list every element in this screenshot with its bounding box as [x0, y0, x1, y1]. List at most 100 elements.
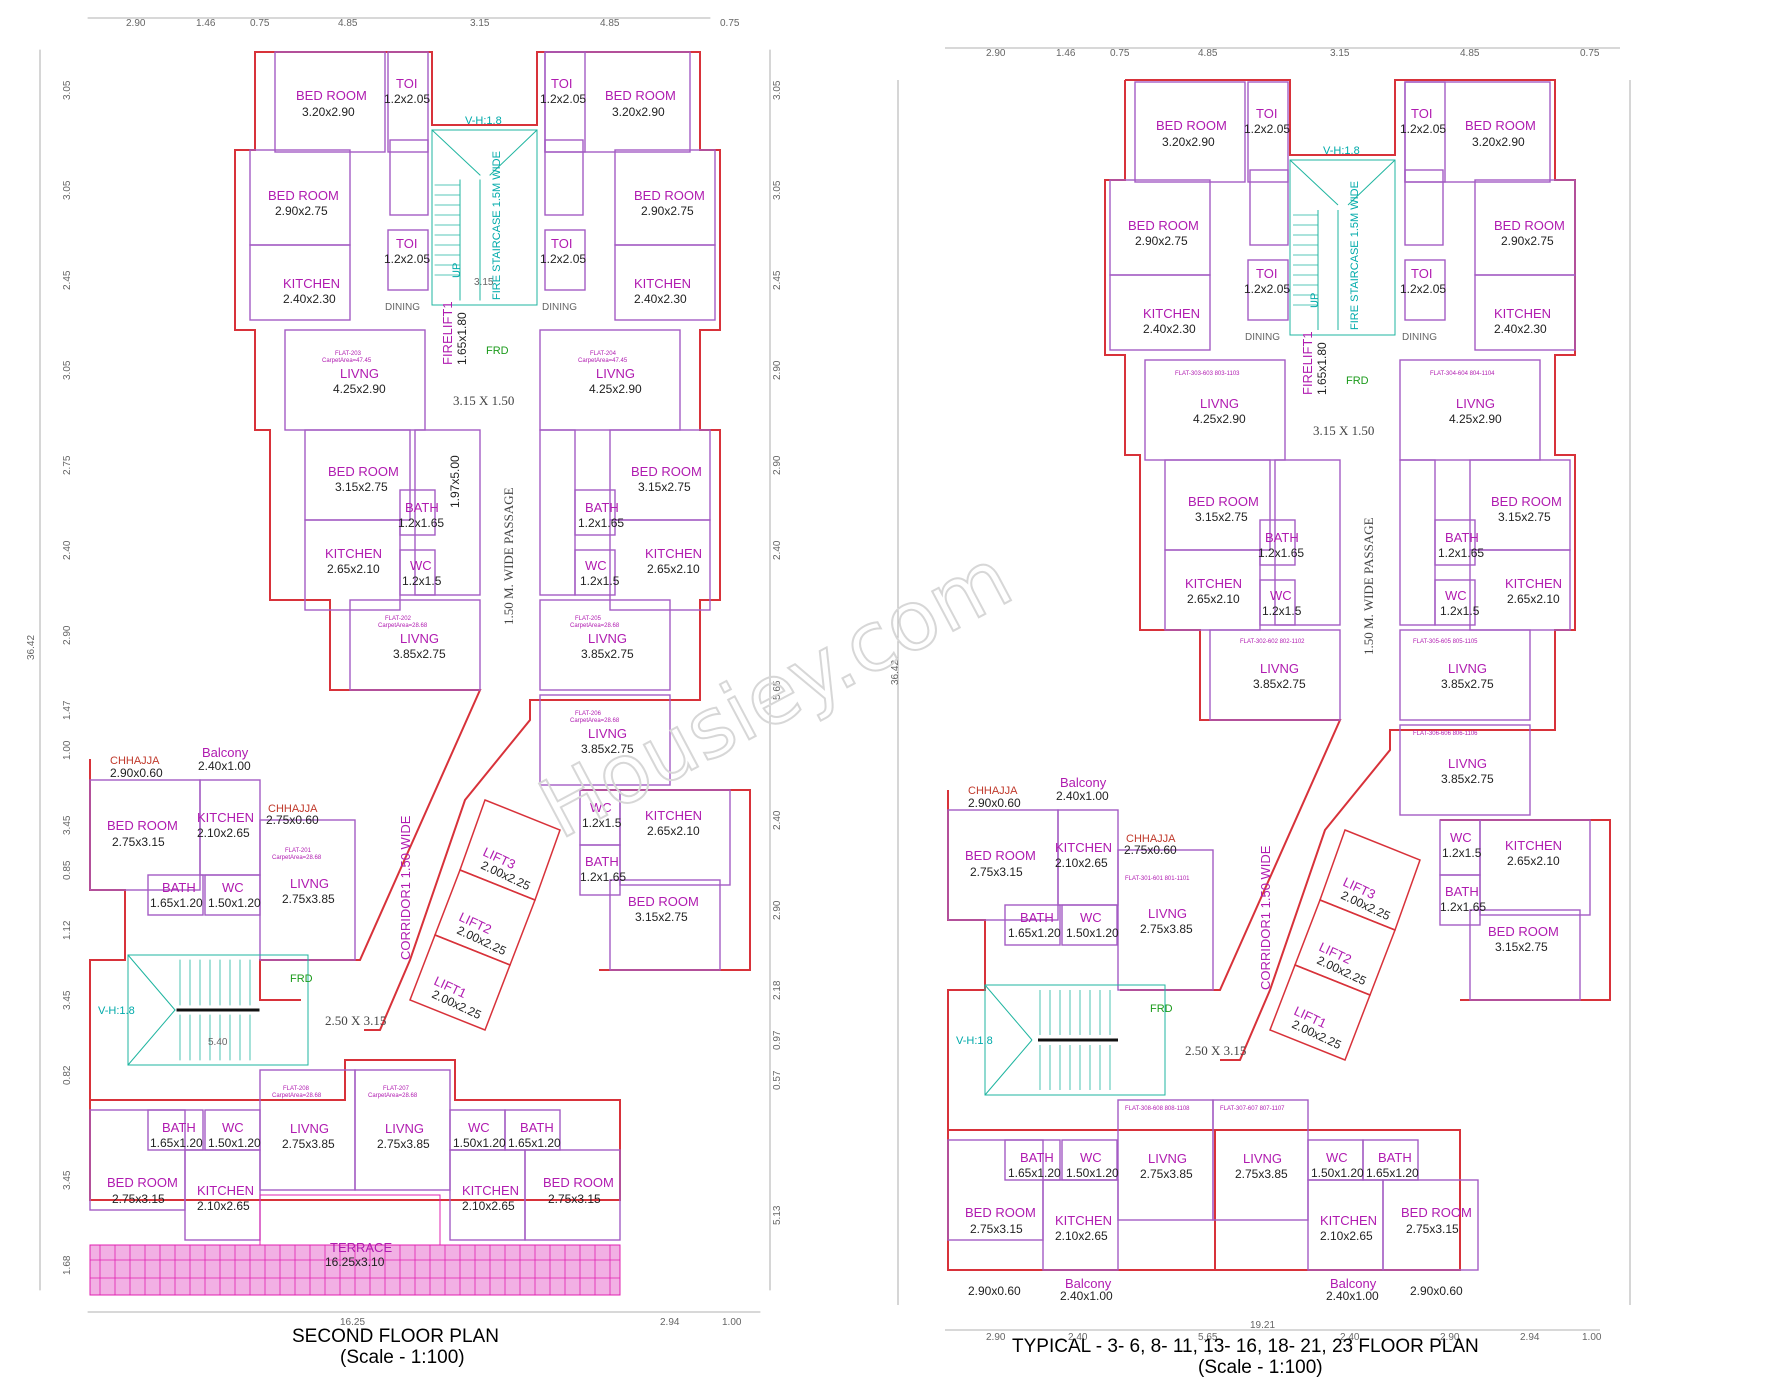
rp-toi1-name: TOI: [1256, 106, 1277, 121]
bottom-dim-2: 2.94: [660, 1317, 680, 1328]
rp-bath1-name: BATH: [1265, 530, 1299, 545]
rp-bottom-dim-1: 2.90: [986, 1332, 1006, 1343]
rp-outer-wall-north: [1125, 79, 1576, 1061]
top-dim-2: 1.46: [196, 18, 216, 29]
lp-living2-size: 3.85x2.75: [393, 647, 446, 661]
rp-toi3-size: 1.2x2.05: [1400, 122, 1446, 136]
rp-bath4-name: BATH: [1020, 910, 1054, 925]
rp-living8-size: 2.75x3.85: [1235, 1167, 1288, 1181]
lp-carpet-205: CarpetArea=28.68: [570, 623, 620, 629]
right-dim-9: 2.90: [772, 900, 783, 920]
lp-carpet-203: CarpetArea=47.45: [322, 358, 372, 364]
lp-toi1-name: TOI: [396, 76, 417, 91]
lp-kit4-size: 2.65x2.10: [647, 562, 700, 576]
lp-toi2-size: 1.2x2.05: [384, 252, 430, 266]
rp-bath6-name: BATH: [1378, 1150, 1412, 1165]
rp-top-staircase: [1289, 159, 1396, 336]
rp-living3-name: LIVNG: [1456, 396, 1495, 411]
lp-kit4-name: KITCHEN: [645, 546, 702, 561]
rp-wc4-size: 1.50x1.20: [1066, 926, 1119, 940]
top-dim-7: 0.75: [720, 18, 740, 29]
rp-room-outlines: [947, 81, 1591, 1271]
left-dim-column: 3.05 3.05 2.45 3.05 2.75 2.40 2.90 1.47 …: [26, 80, 73, 1275]
lp-bath6-size: 1.65x1.20: [508, 1136, 561, 1150]
lp-wc2-size: 1.2x1.5: [580, 574, 620, 588]
rp-flat-308: FLAT-308-608 808-1108: [1125, 1106, 1190, 1112]
lp-bed9-name: BED ROOM: [107, 1175, 178, 1190]
right-dim-12: 0.57: [772, 1070, 783, 1090]
rp-lobby-bottom: 2.50 X 3.15: [1185, 1043, 1246, 1058]
rp-wc3-name: WC: [1450, 830, 1472, 845]
rp-flat-302: FLAT-302-602 802-1102: [1240, 639, 1305, 645]
lp-dining2: DINING: [542, 302, 577, 313]
left-plan-scale: (Scale - 1:100): [340, 1347, 465, 1368]
rp-bed1-size: 3.20x2.90: [1162, 135, 1215, 149]
lp-bed1-name: BED ROOM: [296, 88, 367, 103]
rp-flat-303: FLAT-303-603 803-1103: [1175, 371, 1240, 377]
right-dim-8: 2.40: [772, 810, 783, 830]
rp-stair-vh: V-H:1.8: [1323, 145, 1360, 157]
rp-bottom-staircase: [984, 984, 1166, 1096]
right-dim-5: 2.90: [772, 455, 783, 475]
rp-kit7-size: 2.10x2.65: [1055, 1229, 1108, 1243]
rp-bath6-size: 1.65x1.20: [1366, 1166, 1419, 1180]
lp-toi2-name: TOI: [396, 236, 417, 251]
rp-wc1-size: 1.2x1.5: [1262, 604, 1302, 618]
rp-balcony3: Balcony: [1330, 1276, 1377, 1291]
bottom-dim-3: 1.00: [722, 1317, 742, 1328]
lp-void1-size: 1.97x5.00: [448, 455, 462, 508]
lp-stair-up: UP: [451, 263, 463, 278]
lp-bath5-name: BATH: [162, 1120, 196, 1135]
left-top-staircase: [431, 129, 538, 306]
right-dim-2: 3.05: [772, 180, 783, 200]
right-dim-11: 0.97: [772, 1030, 783, 1050]
lp-kit3-name: KITCHEN: [634, 276, 691, 291]
top-dim-5: 3.15: [470, 18, 490, 29]
rp-bed5-size: 2.90x2.75: [1501, 234, 1554, 248]
lp-bath1-name: BATH: [405, 500, 439, 515]
lp-lobby-bottom: 2.50 X 3.15: [325, 1013, 386, 1028]
lp-toi4-name: TOI: [551, 236, 572, 251]
rp-bed2-name: BED ROOM: [1128, 218, 1199, 233]
rp-chhajja2-size: 2.75x0.60: [1124, 843, 1177, 857]
rp-living7-size: 2.75x3.85: [1140, 1167, 1193, 1181]
rp-balcony1-size: 2.40x1.00: [1056, 789, 1109, 803]
left-plan: 2.90 1.46 0.75 4.85 3.15 4.85 0.75 3.05 …: [26, 17, 783, 1368]
rp-top-dim-7: 0.75: [1580, 48, 1600, 59]
rp-balcony1: Balcony: [1060, 775, 1107, 790]
top-dim-6: 4.85: [600, 18, 620, 29]
rp-kit5-size: 2.65x2.10: [1507, 854, 1560, 868]
rp-wc3-size: 1.2x1.5: [1442, 846, 1482, 860]
lp-bed2-size: 2.90x2.75: [275, 204, 328, 218]
rp-flat-306: FLAT-306-606 806-1106: [1413, 731, 1478, 737]
lp-terrace-size: 16.25x3.10: [325, 1255, 385, 1269]
lp-bed10-size: 2.75x3.15: [548, 1192, 601, 1206]
rp-frd1: FRD: [1346, 375, 1369, 387]
left-dim-12: 1.12: [62, 920, 73, 940]
rp-living3-size: 4.25x2.90: [1449, 412, 1502, 426]
rp-toi2-size: 1.2x2.05: [1244, 282, 1290, 296]
rp-wc6-size: 1.50x1.20: [1311, 1166, 1364, 1180]
lp-living8-size: 2.75x3.85: [377, 1137, 430, 1151]
rp-living8-name: LIVNG: [1243, 1151, 1282, 1166]
rp-dining1: DINING: [1245, 332, 1280, 343]
lp-firelift-size: 1.65x1.80: [455, 312, 469, 365]
lp-bath2-name: BATH: [585, 500, 619, 515]
top-dim-4: 4.85: [338, 18, 358, 29]
rp-balcony3-size: 2.40x1.00: [1326, 1289, 1379, 1303]
rp-wc1-name: WC: [1270, 588, 1292, 603]
rp-chhajja3-size: 2.90x0.60: [968, 1284, 1021, 1298]
lp-bath6-name: BATH: [520, 1120, 554, 1135]
rp-kit5-name: KITCHEN: [1505, 838, 1562, 853]
rp-top-dim-4: 4.85: [1198, 48, 1218, 59]
rp-wc2-size: 1.2x1.5: [1440, 604, 1480, 618]
rp-stair-up: UP: [1309, 293, 1321, 308]
left-dim-3: 2.45: [62, 270, 73, 290]
left-dim-1: 3.05: [62, 80, 73, 100]
rp-top-dim-1: 2.90: [986, 48, 1006, 59]
lp-kit8-name: KITCHEN: [462, 1183, 519, 1198]
rp-living4-size: 3.85x2.75: [1441, 677, 1494, 691]
lp-carpet-202: CarpetArea=28.68: [378, 623, 428, 629]
right-plan-title: TYPICAL - 3- 6, 8- 11, 13- 16, 18- 21, 2…: [1012, 1336, 1479, 1357]
rp-living7-name: LIVNG: [1148, 1151, 1187, 1166]
